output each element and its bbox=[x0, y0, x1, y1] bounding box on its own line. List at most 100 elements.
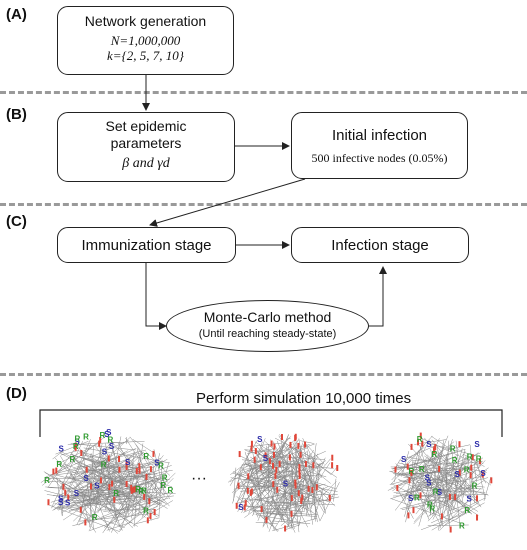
infected-node bbox=[247, 473, 250, 480]
infected-node bbox=[135, 468, 138, 475]
network-edge bbox=[97, 453, 137, 514]
network-edge bbox=[252, 434, 289, 517]
network-edge bbox=[300, 440, 315, 444]
network-edge bbox=[271, 461, 298, 527]
infected-node bbox=[62, 483, 65, 490]
network-edge bbox=[123, 472, 149, 520]
network-edge bbox=[289, 451, 300, 533]
network-edge bbox=[400, 444, 437, 462]
network-edge bbox=[404, 447, 425, 462]
network-edge bbox=[67, 440, 145, 446]
recovered-node: R bbox=[158, 462, 164, 471]
network-edge bbox=[51, 461, 165, 476]
network-edge bbox=[247, 442, 282, 447]
recovered-node: R bbox=[452, 456, 458, 465]
network-edge bbox=[76, 453, 110, 526]
network-edge bbox=[130, 472, 176, 517]
infected-node bbox=[300, 497, 303, 504]
recovered-node: R bbox=[419, 465, 425, 474]
network-edge bbox=[243, 474, 320, 480]
infected-node bbox=[298, 463, 301, 470]
network-edge bbox=[268, 442, 304, 532]
infected-node bbox=[299, 451, 302, 458]
infected-node bbox=[98, 440, 101, 447]
network-edge bbox=[104, 455, 164, 531]
network-generation-title: Network generation bbox=[84, 13, 207, 29]
infected-node bbox=[294, 433, 297, 440]
network-edge bbox=[439, 448, 463, 529]
network-edge bbox=[393, 494, 488, 497]
infected-node bbox=[265, 516, 268, 523]
network-edge bbox=[129, 436, 151, 464]
network-edge bbox=[445, 440, 450, 485]
infected-node bbox=[315, 484, 318, 491]
infected-node bbox=[396, 485, 399, 492]
infected-node bbox=[134, 486, 137, 493]
network-edge bbox=[407, 479, 425, 499]
susceptible-node: S bbox=[154, 458, 160, 467]
network-edge bbox=[431, 435, 449, 449]
network-edge bbox=[452, 468, 469, 513]
infected-node bbox=[138, 463, 141, 470]
network-edge bbox=[117, 485, 132, 504]
network-edge bbox=[255, 500, 278, 533]
network-edge bbox=[236, 464, 264, 504]
recovered-node: R bbox=[135, 485, 141, 494]
network-edge bbox=[54, 465, 172, 510]
infected-node bbox=[449, 526, 452, 533]
network-edge bbox=[421, 471, 433, 512]
susceptible-node: S bbox=[238, 503, 244, 512]
network-edge bbox=[60, 498, 116, 502]
infected-node bbox=[273, 443, 276, 450]
network-edge bbox=[242, 464, 290, 469]
network-edge bbox=[444, 502, 485, 526]
network-edge bbox=[90, 491, 132, 504]
network-edge bbox=[433, 505, 438, 507]
recovered-node: R bbox=[168, 486, 174, 495]
network-edge bbox=[132, 492, 173, 527]
infected-node bbox=[274, 472, 277, 479]
network-edge bbox=[427, 466, 468, 499]
network-edge bbox=[473, 498, 482, 507]
network-edge bbox=[235, 465, 253, 506]
network-edge bbox=[140, 484, 142, 496]
infected-node bbox=[434, 444, 437, 451]
network-edge bbox=[99, 445, 103, 474]
infected-node bbox=[132, 486, 135, 493]
network-edge bbox=[54, 457, 85, 488]
recovered-node: R bbox=[427, 500, 433, 509]
recovered-node: R bbox=[472, 481, 478, 490]
network-edge bbox=[483, 476, 492, 501]
recovered-node: R bbox=[100, 431, 106, 440]
recovered-node: R bbox=[73, 442, 79, 451]
recovered-node: R bbox=[44, 476, 50, 485]
recovered-node: R bbox=[433, 487, 439, 496]
infected-node bbox=[410, 443, 413, 450]
infected-node bbox=[246, 487, 249, 494]
network-edge bbox=[253, 467, 308, 492]
susceptible-node: S bbox=[454, 470, 460, 479]
network-edge bbox=[272, 441, 310, 517]
susceptible-node: S bbox=[426, 479, 432, 488]
infected-node bbox=[331, 462, 334, 469]
susceptible-node: S bbox=[257, 435, 263, 444]
network-edge bbox=[429, 505, 433, 517]
infected-node bbox=[250, 488, 253, 495]
infected-node bbox=[125, 464, 128, 471]
infected-node bbox=[276, 486, 279, 493]
network-edge bbox=[319, 482, 340, 522]
monte-carlo-ellipse: Monte-Carlo method (Until reaching stead… bbox=[166, 300, 369, 352]
infected-node bbox=[289, 441, 292, 448]
network-edge bbox=[436, 446, 451, 528]
infected-node bbox=[99, 477, 102, 484]
network-edge bbox=[398, 490, 414, 519]
recovered-node: R bbox=[476, 455, 482, 464]
susceptible-node: S bbox=[263, 454, 269, 463]
susceptible-node: S bbox=[74, 437, 80, 446]
infected-node bbox=[125, 481, 128, 488]
infected-node bbox=[253, 456, 256, 463]
network-edge bbox=[257, 450, 326, 482]
network-edge bbox=[44, 490, 64, 496]
network-edge bbox=[62, 492, 105, 521]
